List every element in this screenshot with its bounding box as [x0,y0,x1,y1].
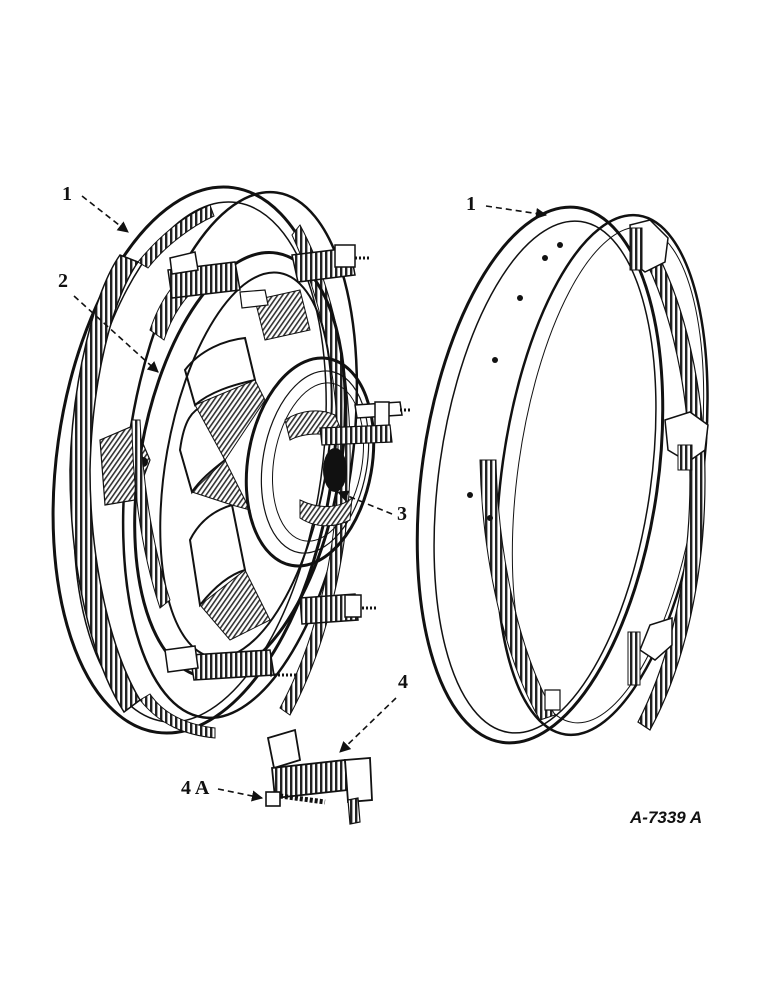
callout-1-right: 1 [466,193,548,220]
svg-text:4: 4 [398,671,408,693]
hub [244,356,376,568]
loose-clamp [266,728,373,825]
right-rim [415,205,709,745]
svg-text:3: 3 [397,503,407,525]
mounted-clamps [164,244,412,681]
svg-text:4 A: 4 A [181,777,210,799]
callout-4: 4 [339,671,408,753]
svg-text:1: 1 [466,193,476,215]
svg-text:2: 2 [58,270,68,292]
svg-text:1: 1 [62,183,72,205]
callout-4a: 4 A [181,777,264,802]
left-wheel-assembly [51,185,412,739]
callout-2: 2 [58,270,159,373]
callout-1-left: 1 [62,183,129,233]
figure-id: A-7339 A [629,808,702,827]
callout-3: 3 [336,490,407,525]
clamp-bolt [265,791,326,807]
